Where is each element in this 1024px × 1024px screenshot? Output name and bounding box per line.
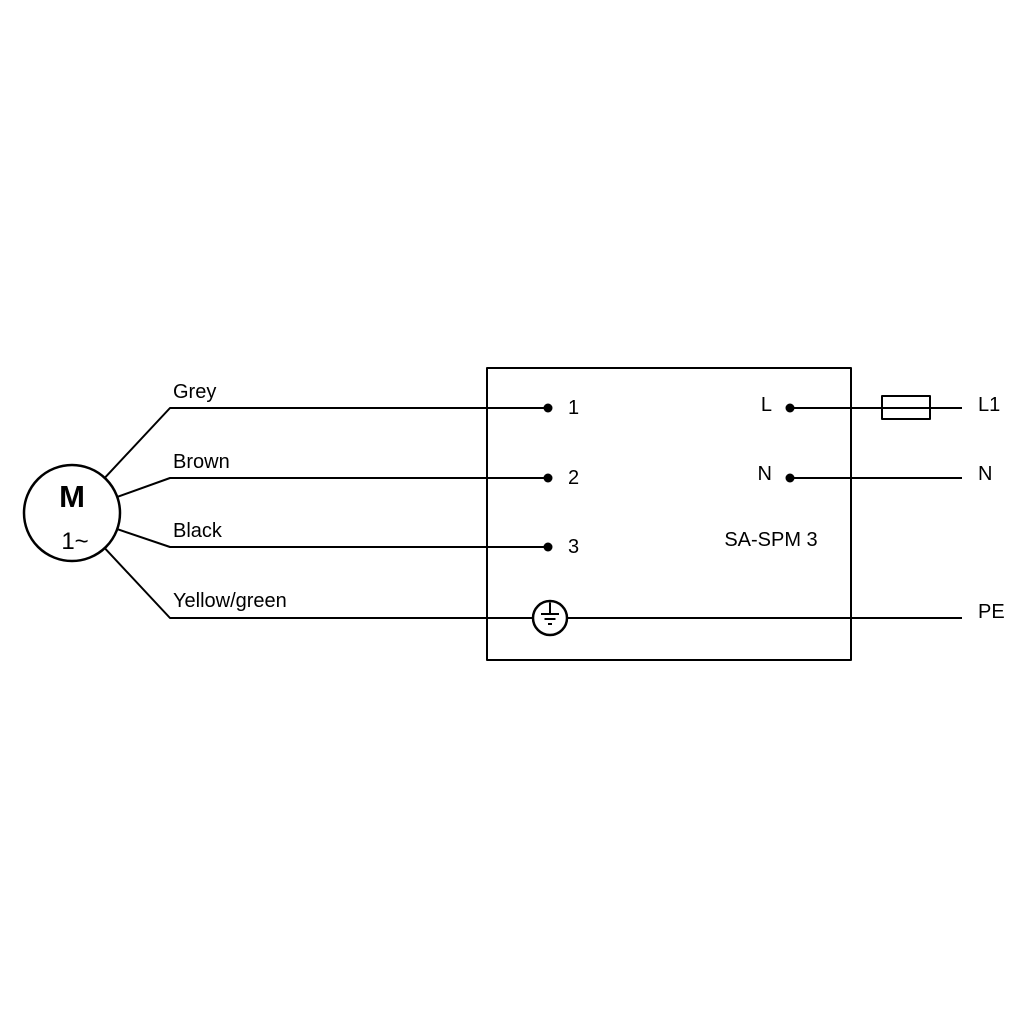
terminal-dot-1 [543,403,553,413]
terminal-label-n: N [758,463,772,485]
supply-label-l1: L1 [978,394,1000,416]
wire-yellow-green [103,547,533,619]
motor-circle [22,463,122,563]
motor-label: M [59,479,85,514]
wire-black [116,528,548,548]
wire-label-brown: Brown [173,451,230,473]
wire-label-black: Black [173,520,223,542]
wire-brown [116,477,548,498]
supply-label-pe: PE [978,601,1005,623]
wire-label-grey: Grey [173,381,216,403]
motor-phase-label: 1~ [61,528,88,555]
terminal-label-3: 3 [568,536,579,558]
terminal-label-2: 2 [568,467,579,489]
wire-grey [103,407,548,479]
wire-label-yellow-green: Yellow/green [173,590,287,612]
controller-label: SA-SPM 3 [724,529,817,551]
fuse-symbol [881,395,931,420]
terminal-dot-2 [543,473,553,483]
controller-box [486,367,852,661]
earth-symbol [531,599,569,637]
terminal-label-1: 1 [568,397,579,419]
terminal-label-l: L [761,394,772,416]
supply-label-n: N [978,463,992,485]
motor-symbol: M 1~ [22,463,122,563]
terminal-dot-3 [543,542,553,552]
